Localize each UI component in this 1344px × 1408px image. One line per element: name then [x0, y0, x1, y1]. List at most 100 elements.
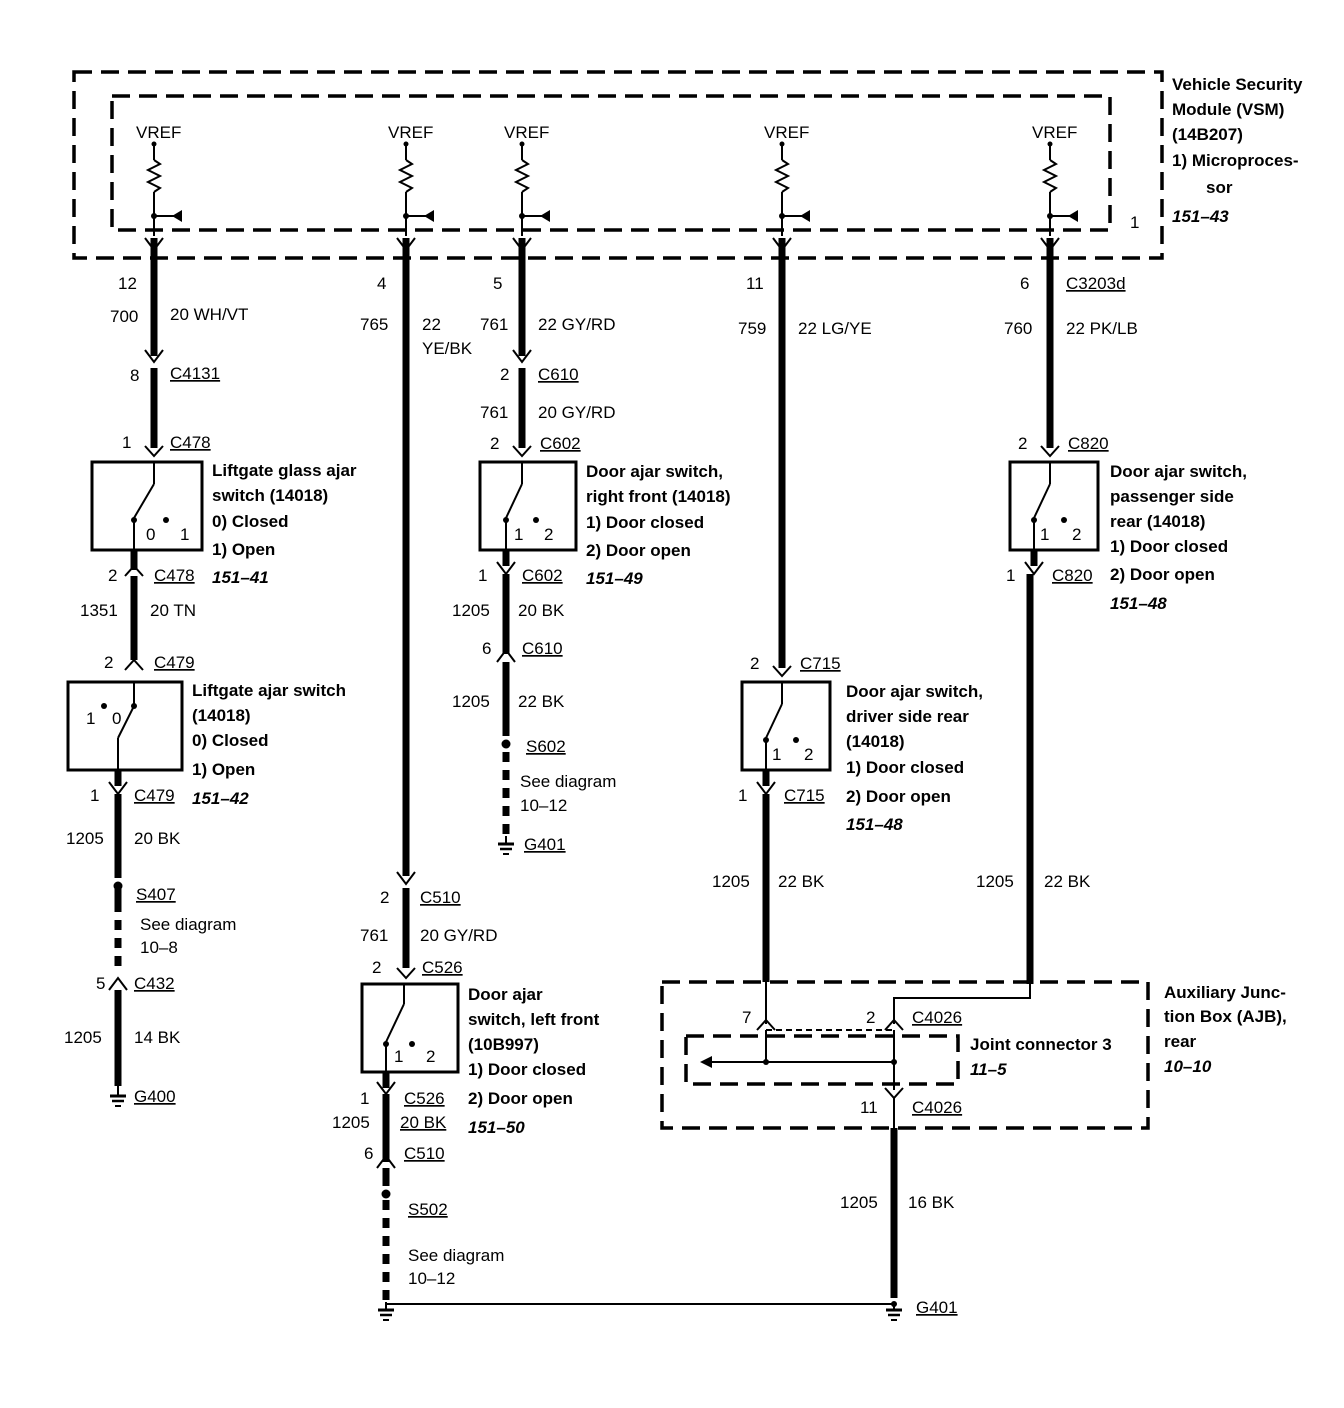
- splice-s407: S407: [136, 885, 176, 904]
- vref-label-2: VREF: [388, 123, 433, 142]
- wire-700: 20 WH/VT: [170, 305, 248, 324]
- wire-761: 22 GY/RD: [538, 315, 615, 334]
- circuit-761-c: 761: [360, 926, 388, 945]
- pin-c4026-11: 11: [860, 1098, 878, 1117]
- ground-g401-a: G401: [524, 835, 566, 854]
- lg-glass-label-1: Liftgate glass ajar: [212, 461, 357, 480]
- circuit-1205-e: 1205: [332, 1113, 370, 1132]
- wire-759: 22 LG/YE: [798, 319, 872, 338]
- right-front-switch-box: [478, 460, 578, 552]
- circuit-1205-b: 1205: [452, 692, 490, 711]
- pin-6: 6: [1020, 274, 1029, 293]
- vsm-title-2: Module (VSM): [1172, 100, 1284, 119]
- column-liftgate: 700 20 WH/VT 8 C4131 1 C478 0 1 Liftgate…: [64, 238, 357, 1107]
- lg-ref: 151–42: [192, 789, 249, 808]
- pin-c4026-7: 7: [742, 1008, 751, 1027]
- circuit-1205-d: 1205: [64, 1028, 102, 1047]
- circuit-1205-f: 1205: [712, 872, 750, 891]
- s502-ref: 10–12: [408, 1269, 455, 1288]
- pin-c479-1: 1: [90, 786, 99, 805]
- pin-c610-2: 2: [500, 365, 509, 384]
- lg-glass-label-4: 1) Open: [212, 540, 275, 559]
- pin-c510-2: 2: [380, 888, 389, 907]
- pin-12: 12: [118, 274, 137, 293]
- dr-pos2: 2: [804, 745, 813, 764]
- rf-label-3: 1) Door closed: [586, 513, 704, 532]
- vref-network-3: VREF: [504, 123, 550, 236]
- vsm-index: 1: [1130, 213, 1139, 232]
- circuit-760: 760: [1004, 319, 1032, 338]
- vsm-inner-boundary: [110, 94, 1112, 232]
- pin-c820-2: 2: [1018, 434, 1027, 453]
- lf-label-4: 1) Door closed: [468, 1060, 586, 1079]
- circuit-761-b: 761: [480, 403, 508, 422]
- pin-c4131: 8: [130, 366, 139, 385]
- connector-c478-top: C478: [170, 433, 211, 452]
- connector-c4026-bottom: C4026: [912, 1098, 962, 1117]
- lg-glass-pos1: 1: [180, 525, 189, 544]
- rf-pos1: 1: [514, 525, 523, 544]
- pr-label-5: 2) Door open: [1110, 565, 1215, 584]
- connector-c510-top: C510: [420, 888, 461, 907]
- ground-symbol-g400: [110, 1086, 126, 1107]
- connector-c602-top: C602: [540, 434, 581, 453]
- vref-label-4: VREF: [764, 123, 809, 142]
- connector-c715-top: C715: [800, 654, 841, 673]
- driver-rear-switch-box: [740, 680, 832, 772]
- wire-760: 22 PK/LB: [1066, 319, 1138, 338]
- vsm-title-1: Vehicle Security: [1172, 75, 1303, 94]
- vsm-outer-boundary: [72, 70, 1164, 260]
- pr-ref: 151–48: [1110, 594, 1167, 613]
- pr-label-4: 1) Door closed: [1110, 537, 1228, 556]
- lf-label-1: Door ajar: [468, 985, 543, 1004]
- pin-c602-2: 2: [490, 434, 499, 453]
- pin-c526-1: 1: [360, 1089, 369, 1108]
- lg-glass-label-3: 0) Closed: [212, 512, 289, 531]
- rf-ref: 151–49: [586, 569, 643, 588]
- auxiliary-junction-box: 7 2 C4026 Joint connector 3 11–5 11 C402…: [660, 980, 1287, 1130]
- joint-connector-ref: 11–5: [970, 1060, 1007, 1079]
- ajb-label-2: tion Box (AJB),: [1164, 1007, 1287, 1026]
- s602-see: See diagram: [520, 772, 616, 791]
- circuit-1351: 1351: [80, 601, 118, 620]
- connector-c4026-top: C4026: [912, 1008, 962, 1027]
- pin-c820-1: 1: [1006, 566, 1015, 585]
- dr-label-1: Door ajar switch,: [846, 682, 983, 701]
- lg-glass-label-2: switch (14018): [212, 486, 328, 505]
- wire-1205-e: 20 BK: [400, 1113, 447, 1132]
- pin-c4026-2: 2: [866, 1008, 875, 1027]
- connector-c526-bottom: C526: [404, 1089, 445, 1108]
- joint-connector-3-boundary: [684, 1034, 960, 1086]
- pin-c510-6: 6: [364, 1144, 373, 1163]
- ajb-label-3: rear: [1164, 1032, 1197, 1051]
- wire-765-a: 22: [422, 315, 441, 334]
- vsm-title-5: sor: [1206, 178, 1233, 197]
- lf-pos2: 2: [426, 1047, 435, 1066]
- wire-1205-d: 14 BK: [134, 1028, 181, 1047]
- pr-label-3: rear (14018): [1110, 512, 1205, 531]
- vref-label-3: VREF: [504, 123, 549, 142]
- vsm-title-4: 1) Microproces-: [1172, 151, 1299, 170]
- pin-c432: 5: [96, 974, 105, 993]
- s407-see: See diagram: [140, 915, 236, 934]
- connector-c715-bottom: C715: [784, 786, 825, 805]
- vref-network-2: VREF: [388, 123, 434, 236]
- liftgate-glass-switch-box: [90, 460, 204, 552]
- connector-c478-bottom: C478: [154, 566, 195, 585]
- left-front-switch-box: [360, 982, 460, 1074]
- pr-label-2: passenger side: [1110, 487, 1234, 506]
- pr-pos1: 1: [1040, 525, 1049, 544]
- vsm-ref: 151–43: [1172, 207, 1229, 226]
- circuit-1205-h: 1205: [840, 1193, 878, 1212]
- connector-c479-top: C479: [154, 653, 195, 672]
- connector-c820-top: C820: [1068, 434, 1109, 453]
- rf-pos2: 2: [544, 525, 553, 544]
- lg-glass-ref: 151–41: [212, 568, 269, 587]
- ground-symbol-g401-a: [498, 836, 514, 855]
- connector-c3203d: C3203d: [1066, 274, 1126, 293]
- ajb-boundary: [660, 980, 1150, 1130]
- lg-pos1: 1: [86, 709, 95, 728]
- pin-4: 4: [377, 274, 386, 293]
- ajb-ref: 10–10: [1164, 1057, 1212, 1076]
- wire-1205-b: 22 BK: [518, 692, 565, 711]
